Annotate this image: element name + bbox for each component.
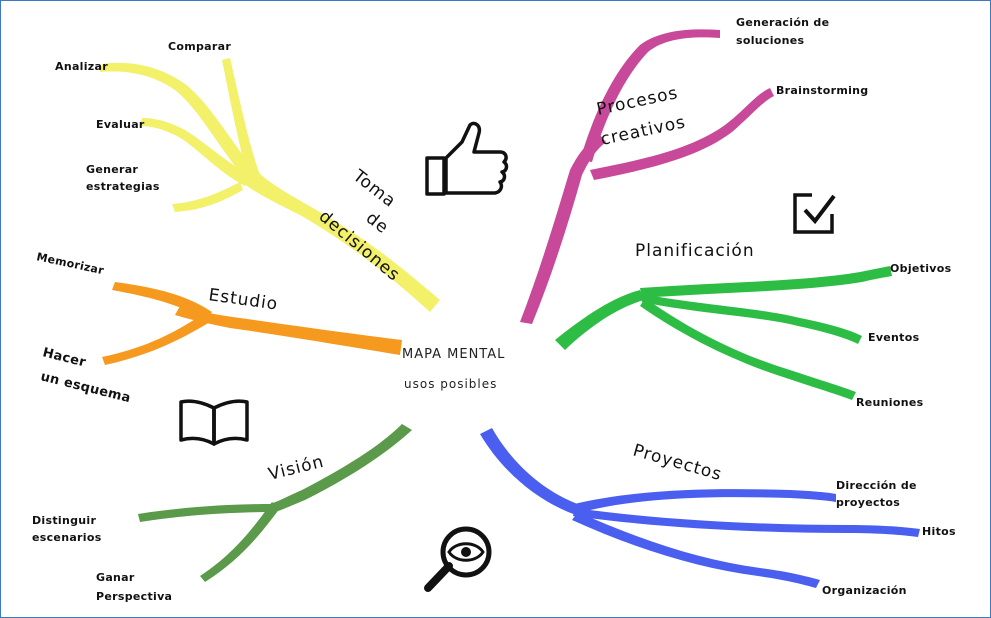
- branch-blue-organizacion: [572, 512, 820, 588]
- magnifier-eye-icon: [424, 526, 492, 592]
- checkbox-icon: [793, 193, 836, 234]
- branch-title-procesos: Procesos: [595, 83, 680, 120]
- sub-analizar: Analizar: [55, 60, 108, 73]
- branch-green-eventos: [642, 294, 862, 344]
- branch-yellow-generar: [172, 182, 243, 212]
- branch-toma-de-decisiones: [100, 58, 440, 312]
- sub-hacer: Hacer: [41, 345, 88, 370]
- sub-generacion: Generación de: [736, 16, 829, 29]
- sub-eventos: Eventos: [868, 331, 920, 344]
- branch-planificacion: [555, 266, 892, 400]
- branch-magenta-brainstorming: [590, 88, 774, 180]
- sub-perspectiva: Perspectiva: [96, 590, 172, 603]
- branch-yellow-trunk: [240, 172, 440, 312]
- branch-green-objetivos: [640, 266, 892, 298]
- branch-procesos-creativos: [520, 29, 774, 324]
- branch-blue-hitos: [573, 508, 920, 537]
- sub-memorizar: Memorizar: [35, 250, 105, 277]
- branch-title-vision: Visión: [266, 452, 326, 485]
- branch-yellow-evaluar: [140, 118, 255, 186]
- branch-title-creativos: creativos: [599, 112, 688, 150]
- branch-yellow-analizar: [100, 62, 260, 182]
- branch-estudio: [102, 282, 402, 365]
- branch-green-reuniones: [640, 298, 856, 400]
- open-book-icon: [179, 399, 249, 446]
- branch-darkgreen-ganar: [200, 502, 280, 582]
- branch-title-de: de: [362, 208, 393, 238]
- branch-orange-memorizar: [112, 282, 212, 320]
- sub-brainstorming: Brainstorming: [776, 84, 868, 97]
- branch-proyectos: [480, 428, 920, 588]
- thumbs-up-icon: [425, 121, 509, 196]
- branch-orange-hacer: [102, 316, 210, 365]
- branch-title-proyectos: Proyectos: [631, 441, 725, 486]
- branch-green-trunk: [555, 290, 644, 350]
- sub-ganar: Ganar: [96, 571, 135, 584]
- center-subtitle: usos posibles: [404, 377, 497, 391]
- branch-title-estudio: Estudio: [207, 285, 279, 315]
- sub-estrategias: estrategias: [86, 180, 160, 193]
- center-title: MAPA MENTAL: [402, 347, 505, 362]
- sub-proyectos: proyectos: [836, 496, 900, 509]
- sub-distinguir: Distinguir: [32, 514, 96, 527]
- sub-un-esquema: un esquema: [39, 369, 132, 406]
- branch-blue-trunk: [480, 428, 580, 515]
- branch-magenta-trunk: [520, 135, 606, 324]
- branch-magenta-generacion: [580, 29, 720, 163]
- sub-evaluar: Evaluar: [96, 118, 145, 131]
- sub-escenarios: escenarios: [32, 531, 102, 544]
- branch-darkgreen-trunk: [270, 424, 412, 512]
- branch-darkgreen-distinguir: [138, 504, 275, 522]
- sub-reuniones: Reuniones: [856, 396, 924, 409]
- sub-objetivos: Objetivos: [890, 262, 952, 275]
- sub-direccion: Dirección de: [836, 479, 917, 492]
- sub-organizacion: Organización: [822, 584, 907, 597]
- branch-yellow-comparar: [222, 58, 262, 185]
- branch-blue-direccion: [570, 489, 836, 514]
- sub-comparar: Comparar: [168, 40, 231, 53]
- sub-hitos: Hitos: [922, 525, 956, 538]
- branch-title-toma: Toma: [348, 166, 400, 212]
- branch-title-decisiones: decisiones: [315, 207, 404, 286]
- sub-generar: Generar: [86, 163, 138, 176]
- branch-title-planificacion: Planificación: [635, 241, 755, 261]
- branch-vision: [138, 424, 412, 582]
- branch-orange-trunk: [175, 306, 402, 355]
- sub-soluciones: soluciones: [736, 34, 805, 47]
